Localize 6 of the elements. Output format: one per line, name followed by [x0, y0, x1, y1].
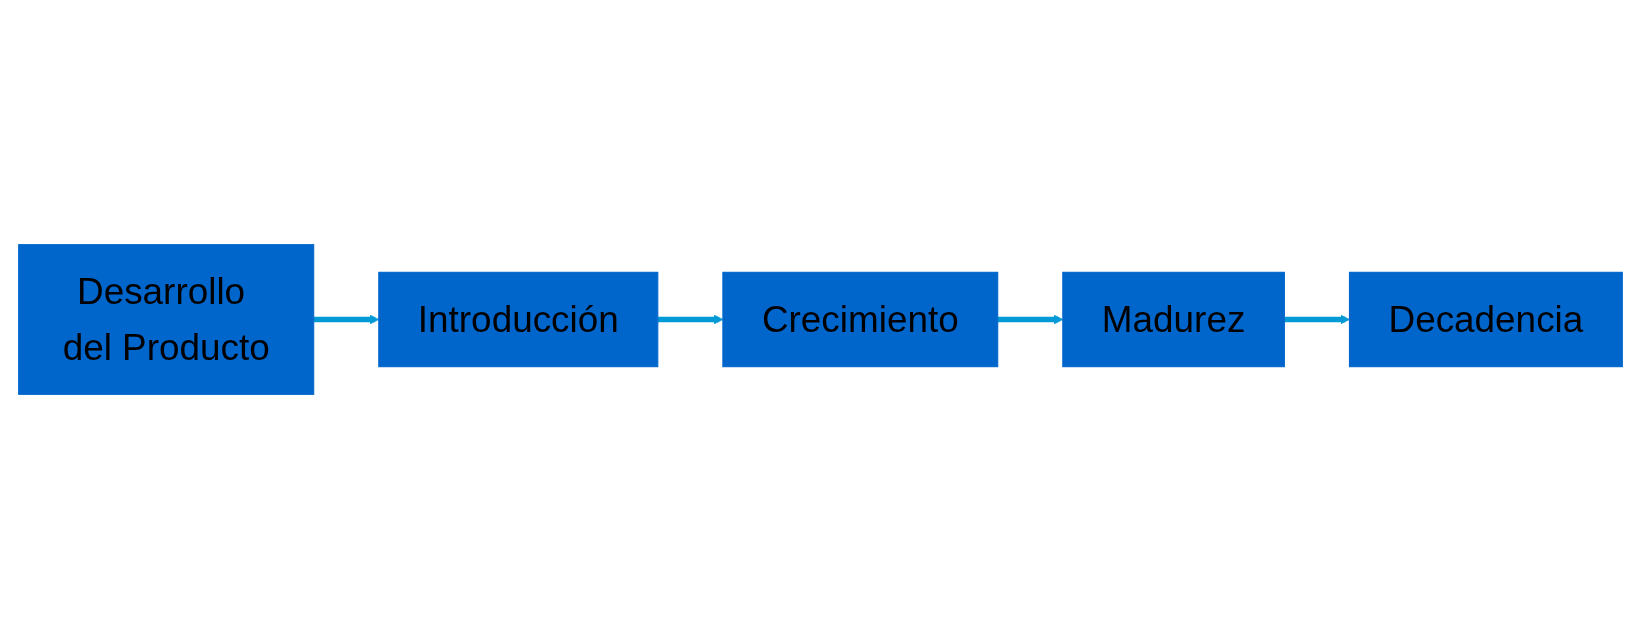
- node-box: Introducción: [378, 271, 659, 368]
- node-box: Crecimiento: [722, 271, 999, 368]
- node-box: Madurez: [1062, 271, 1285, 368]
- arrow: [1284, 314, 1350, 325]
- node-box: Decadencia: [1348, 271, 1623, 368]
- node-box: Desarrollo del Producto: [18, 244, 315, 395]
